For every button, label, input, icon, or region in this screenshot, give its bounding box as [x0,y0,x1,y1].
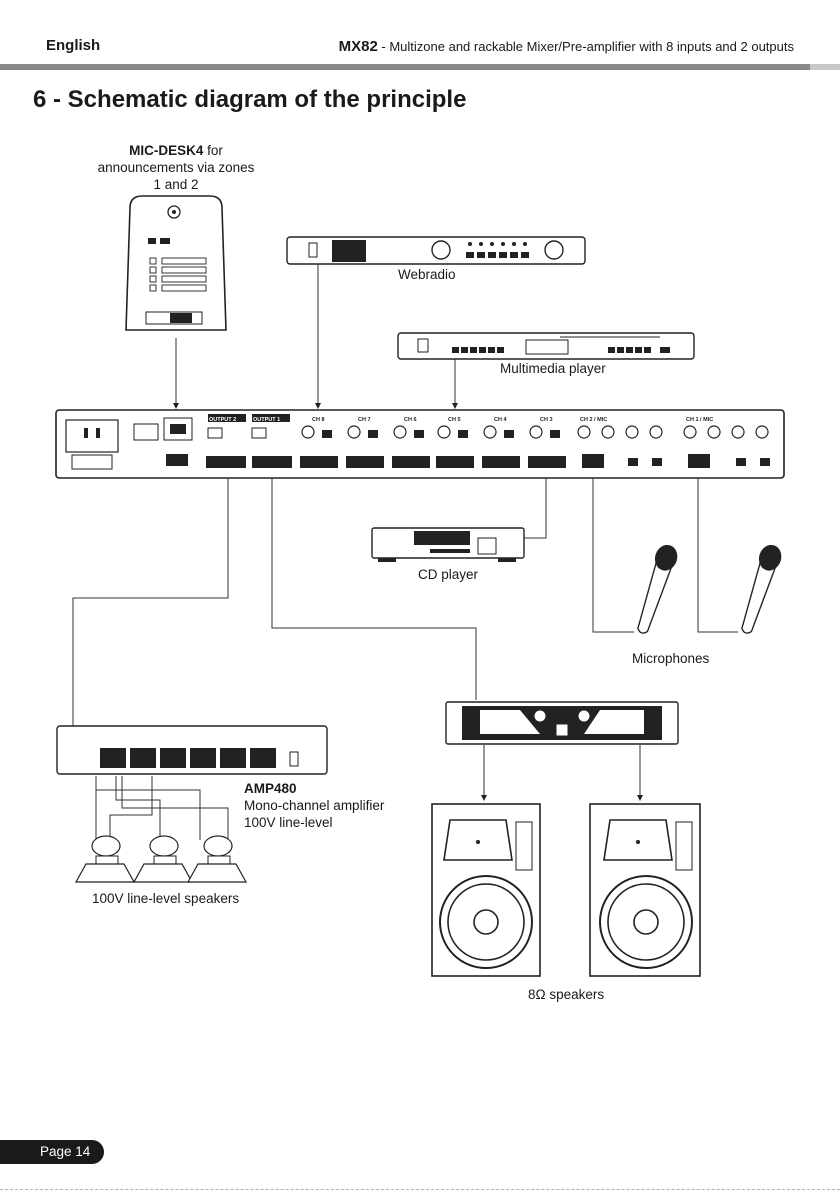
amp480-device [56,725,328,775]
speaker-cabinet-icon [431,803,541,977]
mixer-channel-label: CH 8 [312,417,325,423]
mixer-channel-label: OUTPUT 2 [209,417,236,423]
mic-desk-for: for [203,143,223,158]
footer-dash-line [0,1189,840,1190]
webradio-device [286,236,586,265]
header-rule [0,64,810,70]
amp-model: AMP480 [244,781,297,796]
mic-desk-label: MIC-DESK4 for announcements via zones 1 … [86,142,266,193]
mixer-channel-label: CH 2 / MIC [580,417,607,423]
header-product: MX82 [338,38,378,55]
mx82-rear-panel [55,409,785,479]
amp-desc1: Mono-channel amplifier [244,798,385,813]
microphones-label: Microphones [632,651,710,666]
channel-terminals [206,454,710,468]
page-number-tab: Page 14 [0,1140,104,1164]
line-speaker-icon [74,835,136,883]
line-speaker-icon [186,835,248,883]
mic-desk-desc: announcements via zones [97,160,255,175]
line-speakers-label: 100V line-level speakers [92,891,240,906]
mic-desk4-device [125,195,227,331]
page-number: Page 14 [40,1144,91,1159]
multimedia-player-label: Multimedia player [500,361,606,376]
mixer-channel-label: CH 1 / MIC [686,417,713,423]
mixer-channel-label: CH 4 [494,417,507,423]
speaker-cabinet-icon [589,803,701,977]
mixer-channel-label: CH 5 [448,417,461,423]
cd-player-label: CD player [418,567,479,582]
mixer-channel-label: OUTPUT 1 [253,417,280,423]
mixer-channel-label: CH 7 [358,417,371,423]
mixer-knobs [301,425,769,439]
line-speaker-icon [132,835,194,883]
cd-player-device [371,527,525,562]
amp-desc2: 100V line-level [244,815,333,830]
microphone-icon [637,544,678,634]
section-title: 6 - Schematic diagram of the principle [33,86,467,113]
power-amplifier-device [445,701,679,745]
mixer-channel-label: CH 6 [404,417,417,423]
iec-socket-icon [65,419,119,453]
webradio-label: Webradio [398,267,456,282]
header-rule-end [810,64,840,70]
mic-desk-model: MIC-DESK4 [129,143,204,158]
amp480-label: AMP480 Mono-channel amplifier 100V line-… [244,780,384,831]
header-language: English [46,37,101,54]
mixer-channel-label: CH 3 [540,417,553,423]
mic-desk-zones: 1 and 2 [153,177,199,192]
connection-wires [72,258,738,840]
microphone-icon [741,544,782,634]
multimedia-player-device [397,332,695,360]
header-subtitle: - Multizone and rackable Mixer/Pre-ampli… [377,39,794,54]
header-title: MX82 - Multizone and rackable Mixer/Pre-… [339,38,794,55]
speakers-8ohm-label: 8Ω speakers [528,987,605,1002]
